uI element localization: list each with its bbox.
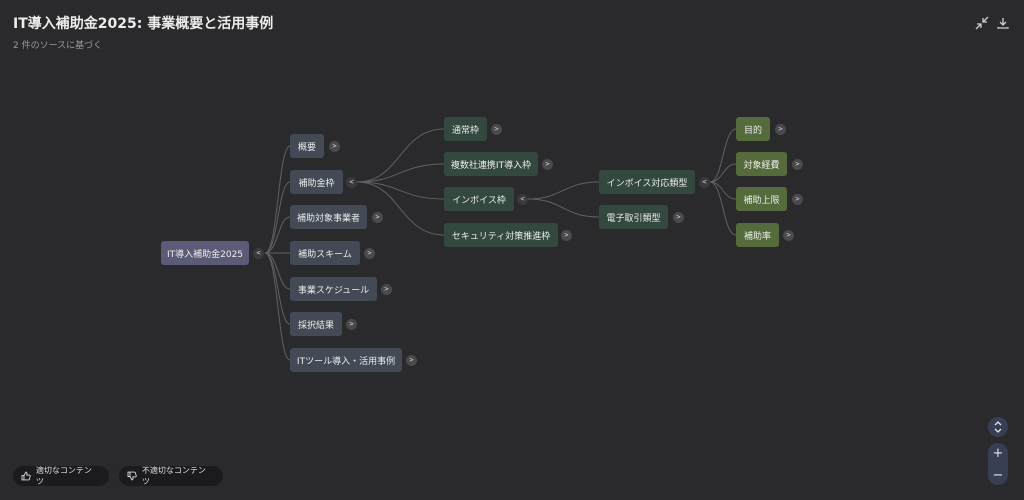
zoom-in-button[interactable]: + <box>992 445 1004 461</box>
expand-toggle[interactable]: > <box>372 212 383 223</box>
node-label: 採択結果 <box>298 320 335 331</box>
fit-view-button[interactable] <box>988 417 1008 437</box>
node-label: 対象経費 <box>743 160 780 171</box>
node-label: 概要 <box>298 142 317 153</box>
mindmap-node-root[interactable]: IT導入補助金2025 <box>161 241 249 265</box>
mindmap-node-subsidy-scheme[interactable]: 補助スキーム <box>290 241 360 265</box>
collapse-toggle[interactable]: < <box>517 194 528 205</box>
node-label: インボイス対応類型 <box>606 178 688 189</box>
collapse-icon[interactable] <box>975 16 989 30</box>
node-label: 補助金枠 <box>298 178 335 189</box>
good-content-button[interactable]: 適切なコンテンツ <box>13 466 109 486</box>
mindmap-node-security-frame[interactable]: セキュリティ対策推進枠 <box>444 223 558 247</box>
expand-toggle[interactable]: > <box>346 319 357 330</box>
mindmap-node-adoption-results[interactable]: 採択結果 <box>290 312 342 336</box>
node-label: 補助上限 <box>743 195 780 206</box>
mindmap-node-schedule[interactable]: 事業スケジュール <box>290 277 377 301</box>
mindmap-node-invoice-frame[interactable]: インボイス枠 <box>444 187 514 211</box>
download-icon[interactable] <box>996 16 1010 30</box>
zoom-control-group <box>988 443 1008 485</box>
mindmap-node-invoice-type[interactable]: インボイス対応類型 <box>599 170 695 194</box>
bad-content-label: 不適切なコンテンツ <box>141 466 206 486</box>
expand-toggle[interactable]: > <box>561 230 572 241</box>
mindmap-node-overview[interactable]: 概要 <box>290 134 324 158</box>
node-label: 目的 <box>744 125 763 136</box>
expand-toggle[interactable]: > <box>329 141 340 152</box>
expand-toggle[interactable]: > <box>381 284 392 295</box>
node-label: 電子取引類型 <box>606 213 661 224</box>
mindmap-node-case-studies[interactable]: ITツール導入・活用事例 <box>290 348 402 372</box>
expand-toggle[interactable]: > <box>406 355 417 366</box>
node-label: 事業スケジュール <box>297 285 370 296</box>
page-title: IT導入補助金2025: 事業概要と活用事例 <box>13 16 274 32</box>
expand-toggle[interactable]: > <box>792 159 803 170</box>
collapse-toggle[interactable]: < <box>253 248 264 259</box>
node-label: IT導入補助金2025 <box>166 249 244 260</box>
expand-toggle[interactable]: > <box>792 194 803 205</box>
mindmap-node-normal-frame[interactable]: 通常枠 <box>444 117 487 141</box>
expand-toggle[interactable]: > <box>491 124 502 135</box>
node-label: 通常枠 <box>452 125 480 136</box>
node-label: 補助率 <box>744 231 772 242</box>
node-label: インボイス枠 <box>452 195 506 206</box>
collapse-toggle[interactable]: < <box>699 177 710 188</box>
node-label: 補助対象事業者 <box>297 213 361 224</box>
mindmap-node-eligible-businesses[interactable]: 補助対象事業者 <box>290 205 367 229</box>
mindmap-node-multi-company-frame[interactable]: 複数社連携IT導入枠 <box>444 152 538 176</box>
expand-toggle[interactable]: > <box>783 230 794 241</box>
mindmap-node-e-transaction-type[interactable]: 電子取引類型 <box>599 205 668 229</box>
node-label: セキュリティ対策推進枠 <box>451 231 551 242</box>
node-label: ITツール導入・活用事例 <box>296 356 396 367</box>
good-content-label: 適切なコンテンツ <box>35 466 92 486</box>
node-label: 複数社連携IT導入枠 <box>450 160 532 171</box>
source-count: 2 件のソースに基づく <box>13 41 103 51</box>
thumbs-up-icon <box>21 471 31 481</box>
bad-content-button[interactable]: 不適切なコンテンツ <box>119 466 223 486</box>
node-label: 補助スキーム <box>298 249 352 260</box>
collapse-toggle[interactable]: < <box>346 177 357 188</box>
mindmap-node-purpose[interactable]: 目的 <box>736 117 770 141</box>
expand-toggle[interactable]: > <box>364 248 375 259</box>
expand-toggle[interactable]: > <box>542 159 553 170</box>
thumbs-down-icon <box>127 471 137 481</box>
mindmap-node-subsidy-frames[interactable]: 補助金枠 <box>290 170 343 194</box>
mindmap-node-subsidy-cap[interactable]: 補助上限 <box>736 187 787 211</box>
mindmap-node-eligible-costs[interactable]: 対象経費 <box>736 152 787 176</box>
expand-vertical-icon <box>994 421 1002 433</box>
mindmap-node-subsidy-rate[interactable]: 補助率 <box>736 223 779 247</box>
expand-toggle[interactable]: > <box>775 124 786 135</box>
expand-toggle[interactable]: > <box>673 212 684 223</box>
zoom-out-button[interactable]: − <box>992 467 1004 483</box>
